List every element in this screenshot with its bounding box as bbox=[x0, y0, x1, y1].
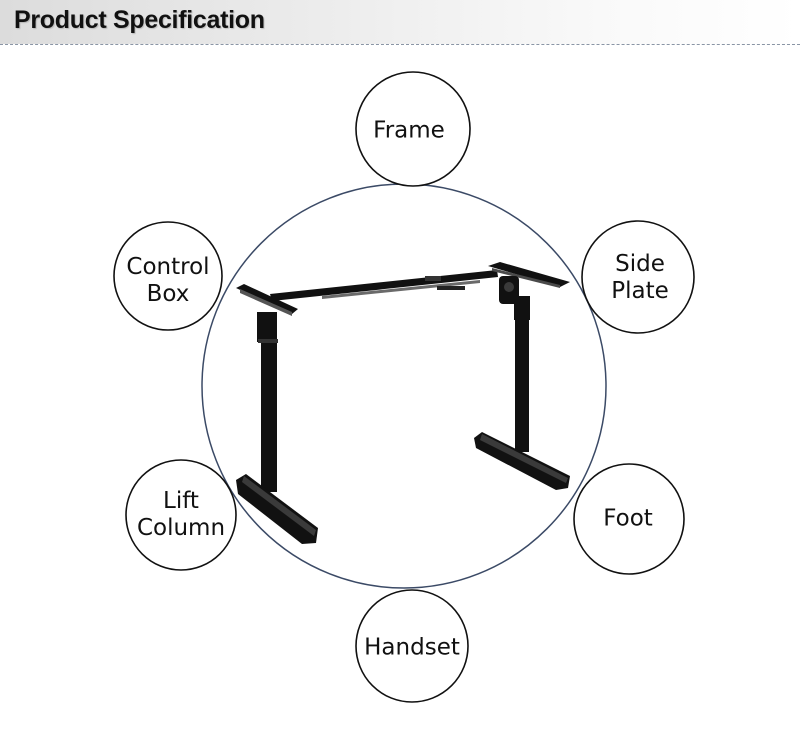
handset-callout-circle bbox=[355, 589, 469, 703]
foot-label: Foot bbox=[603, 505, 653, 532]
right-side-plate bbox=[488, 262, 570, 287]
control-box-label: Control Box bbox=[126, 254, 210, 307]
page-title: Product Specification bbox=[14, 6, 265, 34]
desk-frame-image bbox=[236, 262, 570, 544]
lift-column-label: Lift Column bbox=[136, 488, 226, 541]
left-lift-column bbox=[261, 342, 277, 492]
frame-label: Frame bbox=[373, 117, 445, 144]
side-plate-callout-circle bbox=[581, 220, 695, 334]
crossbar bbox=[270, 270, 498, 301]
control-box-callout-circle bbox=[113, 221, 223, 331]
right-column-upper bbox=[514, 296, 530, 320]
side-plate-label: Side Plate bbox=[611, 251, 669, 304]
lift-column-callout-circle bbox=[125, 459, 237, 571]
header-divider bbox=[0, 44, 800, 45]
handset-label: Handset bbox=[364, 634, 460, 661]
left-side-plate bbox=[236, 284, 298, 314]
frame-callout-circle bbox=[355, 71, 471, 187]
header-bar: Product Specification bbox=[0, 0, 800, 44]
left-column-upper bbox=[257, 312, 277, 342]
foot-callout-circle bbox=[573, 463, 685, 575]
right-lift-column bbox=[515, 320, 529, 452]
